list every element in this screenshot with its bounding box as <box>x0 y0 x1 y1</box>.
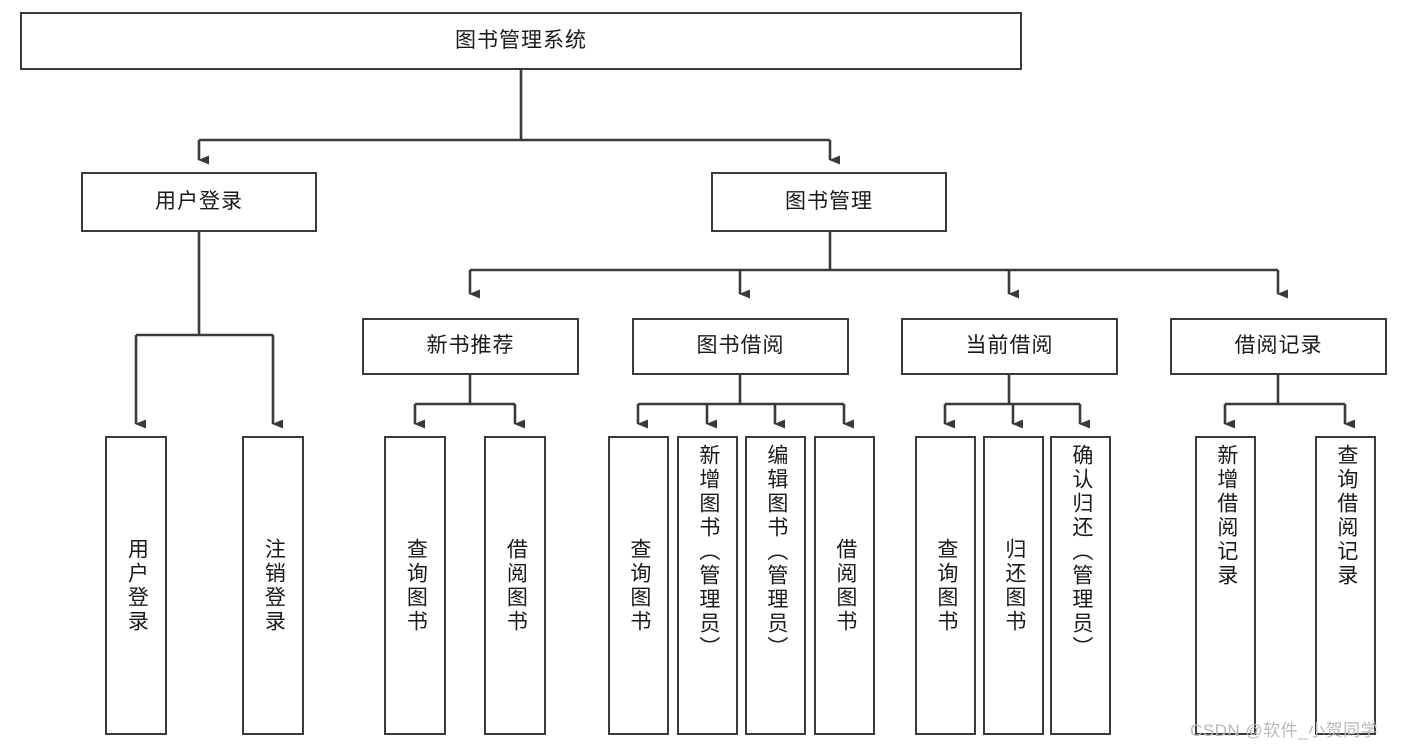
node-new-book-recommend-label: 新书推荐 <box>426 334 515 358</box>
node-leaf-query-borrow-record[interactable]: 查询借阅记录 <box>1315 436 1376 735</box>
node-leaf-confirm-return-admin-label: 确认归还（管理员） <box>1069 444 1093 660</box>
node-leaf-add-book-admin[interactable]: 新增图书（管理员） <box>677 436 738 735</box>
node-leaf-add-borrow-record-label: 新增借阅记录 <box>1214 444 1238 588</box>
node-leaf-borrow-book-recommend-label: 借阅图书 <box>504 537 528 634</box>
node-user-login-label: 用户登录 <box>155 189 243 213</box>
node-book-manage-label: 图书管理 <box>785 189 873 213</box>
node-book-borrow[interactable]: 图书借阅 <box>632 318 849 375</box>
node-borrow-record-label: 借阅记录 <box>1234 334 1323 358</box>
node-leaf-edit-book-admin-label: 编辑图书（管理员） <box>764 444 788 660</box>
node-leaf-query-book-label: 查询图书 <box>627 537 651 634</box>
csdn-watermark: CSDN @软件_小贺同学 <box>1190 721 1379 740</box>
node-leaf-confirm-return-admin[interactable]: 确认归还（管理员） <box>1050 436 1111 735</box>
node-leaf-query-book-current-label: 查询图书 <box>934 537 958 634</box>
node-leaf-query-book[interactable]: 查询图书 <box>608 436 669 735</box>
node-user-login[interactable]: 用户登录 <box>81 172 317 232</box>
node-leaf-query-book-recommend-label: 查询图书 <box>404 537 428 634</box>
node-leaf-add-book-admin-label: 新增图书（管理员） <box>696 444 720 660</box>
node-leaf-edit-book-admin[interactable]: 编辑图书（管理员） <box>745 436 806 735</box>
node-leaf-user-login-label: 用户登录 <box>125 537 149 634</box>
node-root-system[interactable]: 图书管理系统 <box>20 12 1022 70</box>
node-leaf-user-login[interactable]: 用户登录 <box>105 436 167 735</box>
node-leaf-user-logout-label: 注销登录 <box>262 537 286 634</box>
node-leaf-query-book-current[interactable]: 查询图书 <box>915 436 976 735</box>
node-leaf-return-book-label: 归还图书 <box>1002 537 1026 634</box>
node-leaf-borrow-book-recommend[interactable]: 借阅图书 <box>484 436 546 735</box>
node-new-book-recommend[interactable]: 新书推荐 <box>362 318 579 375</box>
node-book-borrow-label: 图书借阅 <box>696 334 785 358</box>
node-leaf-borrow-book[interactable]: 借阅图书 <box>814 436 875 735</box>
node-current-borrow-label: 当前借阅 <box>965 334 1054 358</box>
node-leaf-borrow-book-label: 借阅图书 <box>833 537 857 634</box>
node-leaf-user-logout[interactable]: 注销登录 <box>242 436 304 735</box>
node-leaf-add-borrow-record[interactable]: 新增借阅记录 <box>1195 436 1256 735</box>
node-leaf-query-borrow-record-label: 查询借阅记录 <box>1334 444 1358 588</box>
node-book-manage[interactable]: 图书管理 <box>711 172 947 232</box>
node-leaf-return-book[interactable]: 归还图书 <box>983 436 1044 735</box>
node-root-label: 图书管理系统 <box>455 28 587 52</box>
node-current-borrow[interactable]: 当前借阅 <box>901 318 1118 375</box>
node-leaf-query-book-recommend[interactable]: 查询图书 <box>384 436 446 735</box>
node-borrow-record[interactable]: 借阅记录 <box>1170 318 1387 375</box>
